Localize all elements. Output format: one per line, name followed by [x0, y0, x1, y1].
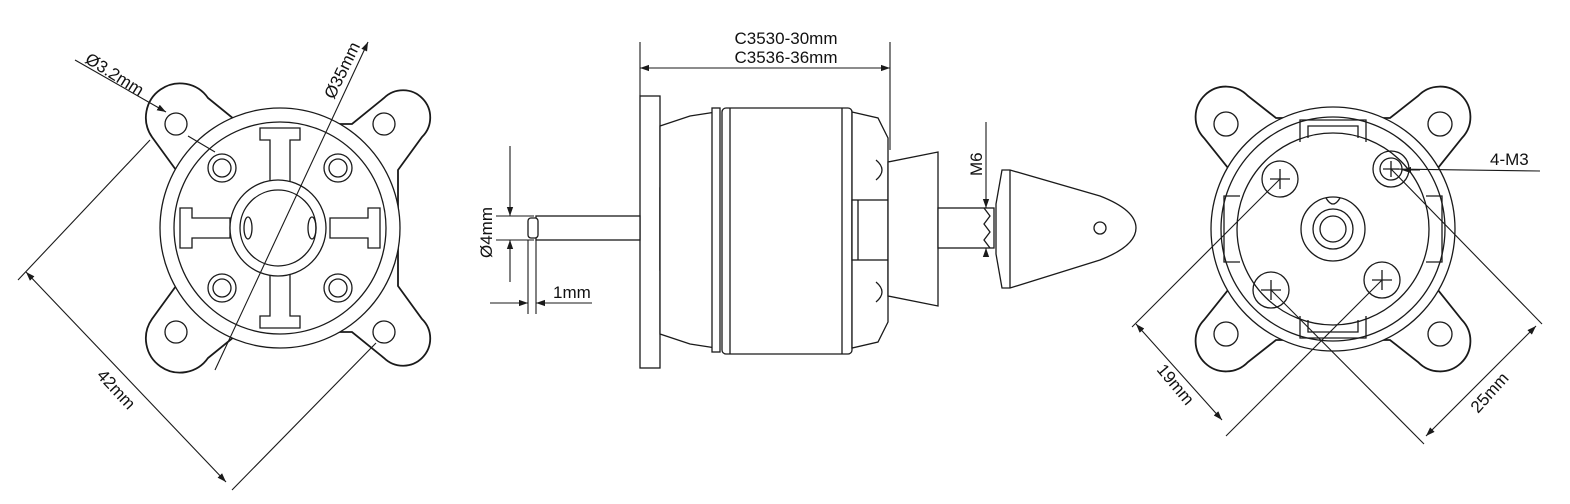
front-view: Ø3.2mm Ø35mm 42mm — [17, 39, 432, 491]
hole-diameter-label: Ø3.2mm — [82, 49, 147, 100]
side-front-bell — [659, 111, 717, 349]
screw-thread-label: 4-M3 — [1490, 150, 1529, 169]
rear-mount-hole — [1427, 111, 1453, 137]
side-shaft — [535, 215, 641, 241]
front-hub — [229, 179, 327, 277]
side-motor-can — [721, 107, 853, 355]
front-vent-holes — [207, 153, 353, 303]
front-mount-hole — [372, 320, 396, 344]
rear-view: 4-M3 19mm 25mm — [1131, 85, 1543, 445]
shaft-step-label: 1mm — [553, 283, 591, 302]
shaft-diameter-label: Ø4mm — [477, 207, 496, 258]
length-b-label: C3536-36mm — [735, 48, 838, 67]
front-mount-hole — [372, 112, 396, 136]
mount-spacing-label: 42mm — [93, 366, 139, 414]
side-view: C3530-30mm C3536-36mm Ø4mm 1mm M6 — [477, 29, 1137, 369]
stator-diameter-label: Ø35mm — [321, 39, 365, 102]
hole-spacing-large-label: 25mm — [1467, 369, 1513, 417]
side-prop-collar — [887, 151, 939, 307]
length-a-label: C3530-30mm — [735, 29, 838, 48]
rear-mount-hole — [1427, 321, 1453, 347]
front-mount-hole — [164, 112, 188, 136]
rear-mount-hole — [1213, 321, 1239, 347]
rear-mount-hole — [1213, 111, 1239, 137]
front-mount-hole — [164, 320, 188, 344]
rear-hub — [1300, 196, 1366, 262]
side-spinner — [995, 169, 1137, 289]
thread-label: M6 — [967, 152, 986, 176]
side-flange — [639, 95, 661, 369]
